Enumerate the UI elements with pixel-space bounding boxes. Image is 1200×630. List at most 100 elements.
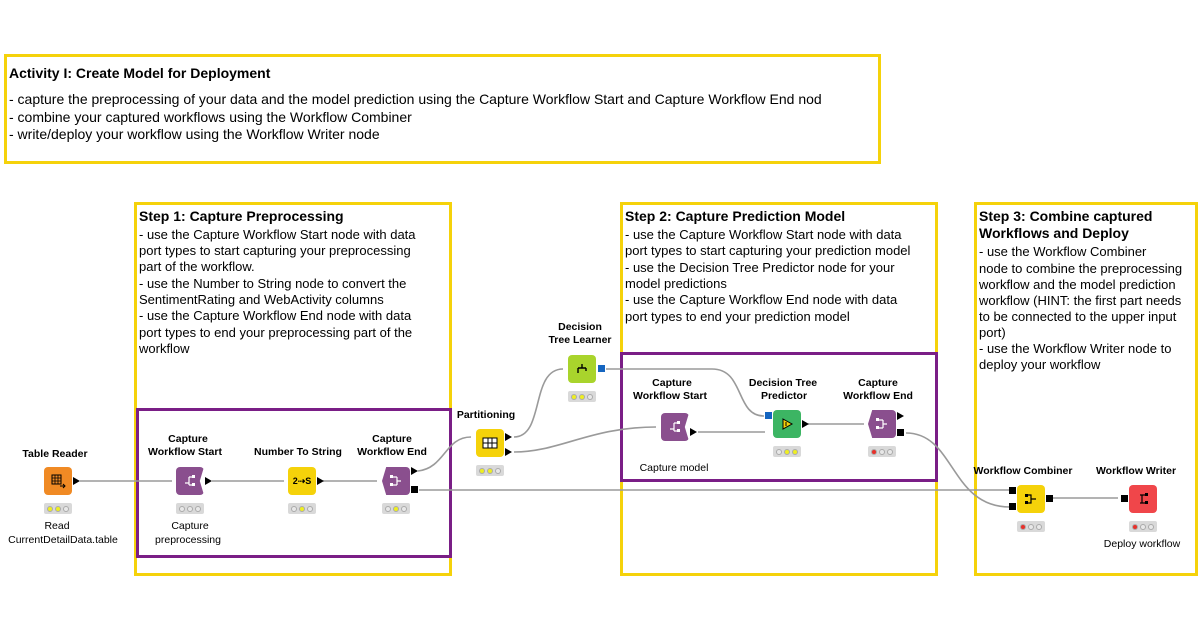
output-port[interactable]: [205, 477, 212, 485]
node-status: [176, 503, 204, 514]
output-port[interactable]: [317, 477, 324, 485]
step1-line: port types to end your preprocessing par…: [139, 325, 413, 340]
output-port[interactable]: [411, 467, 418, 475]
output-port[interactable]: [73, 477, 80, 485]
status-light: [47, 505, 53, 512]
workflow-combiner-title: Workflow Combiner: [973, 465, 1073, 477]
input-port[interactable]: [1009, 487, 1016, 494]
capture-preprocessing-box: [136, 408, 452, 558]
model-output-port[interactable]: [598, 365, 605, 372]
status-light: [1140, 523, 1146, 530]
status-light: [792, 448, 798, 455]
status-light: [55, 505, 61, 512]
step1-title: Step 1: Capture Preprocessing: [139, 208, 344, 224]
table-reader-node[interactable]: [44, 467, 72, 495]
node-status: [44, 503, 72, 514]
node-status: [1129, 521, 1157, 532]
step3-title: Workflows and Deploy: [979, 225, 1129, 241]
status-light: [307, 505, 313, 512]
node-status: [1017, 521, 1045, 532]
step3-annotation: [974, 202, 1198, 576]
connection: [513, 368, 564, 438]
capture-workflow-end-title: Capture: [858, 377, 898, 389]
status-light: [187, 505, 193, 512]
connection: [905, 432, 1011, 508]
capture-workflow-end-node[interactable]: [382, 467, 410, 495]
capture-workflow-start-node[interactable]: [661, 413, 689, 441]
step2-line: - use the Capture Workflow Start node wi…: [625, 227, 902, 242]
status-light: [571, 393, 577, 400]
workflow-writer-label: Deploy workflow: [1103, 538, 1181, 550]
combiner-icon: [1025, 494, 1036, 504]
writer-icon: [1140, 493, 1148, 504]
node-status: [568, 391, 596, 402]
step1-line: port types to start capturing your prepr…: [139, 243, 411, 258]
capture-model-box: [620, 352, 938, 482]
capture-workflow-start-title: Capture: [168, 433, 208, 445]
status-light: [776, 448, 782, 455]
capture-workflow-start-label: preprocessing: [155, 534, 221, 546]
decision-tree-predictor-node[interactable]: [773, 410, 801, 438]
decision-tree-learner-title: Decision: [558, 321, 602, 333]
step3-title: Step 3: Combine captured: [979, 208, 1153, 224]
connection: [606, 368, 765, 417]
step2-line: - use the Capture Workflow End node with…: [625, 292, 898, 307]
capture-workflow-end-title: Workflow End: [357, 446, 427, 458]
decision-tree-learner-node[interactable]: [568, 355, 596, 383]
model-input-port[interactable]: [765, 412, 772, 419]
capture-start-icon: [670, 421, 680, 432]
step2-line: port types to end your prediction model: [625, 309, 850, 324]
input-port[interactable]: [1121, 495, 1128, 502]
output-port[interactable]: [897, 429, 904, 436]
node-status: [773, 446, 801, 457]
step1-line: - use the Capture Workflow End node with…: [139, 308, 412, 323]
status-light: [1036, 523, 1042, 530]
capture-workflow-start-node[interactable]: [176, 467, 204, 495]
status-light: [587, 393, 593, 400]
node-status: [868, 446, 896, 457]
step2-annotation: [620, 202, 938, 576]
table-reader-title: Table Reader: [22, 448, 88, 460]
node-status: [382, 503, 410, 514]
capture-workflow-start-title: Workflow Start: [148, 446, 222, 458]
workflow-combiner-node[interactable]: [1017, 485, 1045, 513]
output-port[interactable]: [411, 486, 418, 493]
step3-line: to be connected to the upper input: [979, 309, 1177, 324]
output-port[interactable]: [897, 412, 904, 420]
status-light: [179, 505, 185, 512]
capture-end-icon: [390, 475, 401, 486]
step2-line: - use the Decision Tree Predictor node f…: [625, 260, 895, 275]
partition-icon: [482, 437, 498, 449]
step3-line: deploy your workflow: [979, 357, 1101, 372]
connection: [513, 426, 657, 453]
status-light: [299, 505, 305, 512]
capture-workflow-end-title: Workflow End: [843, 390, 913, 402]
table-reader-label: CurrentDetailData.table: [8, 534, 118, 546]
status-light: [393, 505, 399, 512]
step1-line: - use the Capture Workflow Start node wi…: [139, 227, 416, 242]
node-status: [288, 503, 316, 514]
step2-title: Step 2: Capture Prediction Model: [625, 208, 846, 224]
partitioning-node[interactable]: [476, 429, 504, 457]
status-light: [495, 467, 501, 474]
input-port[interactable]: [1009, 503, 1016, 510]
number-to-string-node[interactable]: 2⇢S: [288, 467, 316, 495]
step1-line: part of the workflow.: [139, 259, 255, 274]
step1-line: - use the Number to String node to conve…: [139, 276, 407, 291]
status-light: [291, 505, 297, 512]
output-port[interactable]: [802, 420, 809, 428]
status-light: [195, 505, 201, 512]
output-port[interactable]: [690, 428, 697, 436]
workflow-writer-node[interactable]: [1129, 485, 1157, 513]
status-light: [871, 448, 877, 455]
output-port[interactable]: [1046, 495, 1053, 502]
status-light: [1020, 523, 1026, 530]
output-port[interactable]: [505, 433, 512, 441]
step3-line: port): [979, 325, 1006, 340]
capture-workflow-end-title: Capture: [372, 433, 412, 445]
output-port[interactable]: [505, 448, 512, 456]
capture-workflow-end-node[interactable]: [868, 410, 896, 438]
decision-tree-predictor-title: Decision Tree: [748, 377, 818, 389]
predictor-icon: [782, 418, 794, 430]
